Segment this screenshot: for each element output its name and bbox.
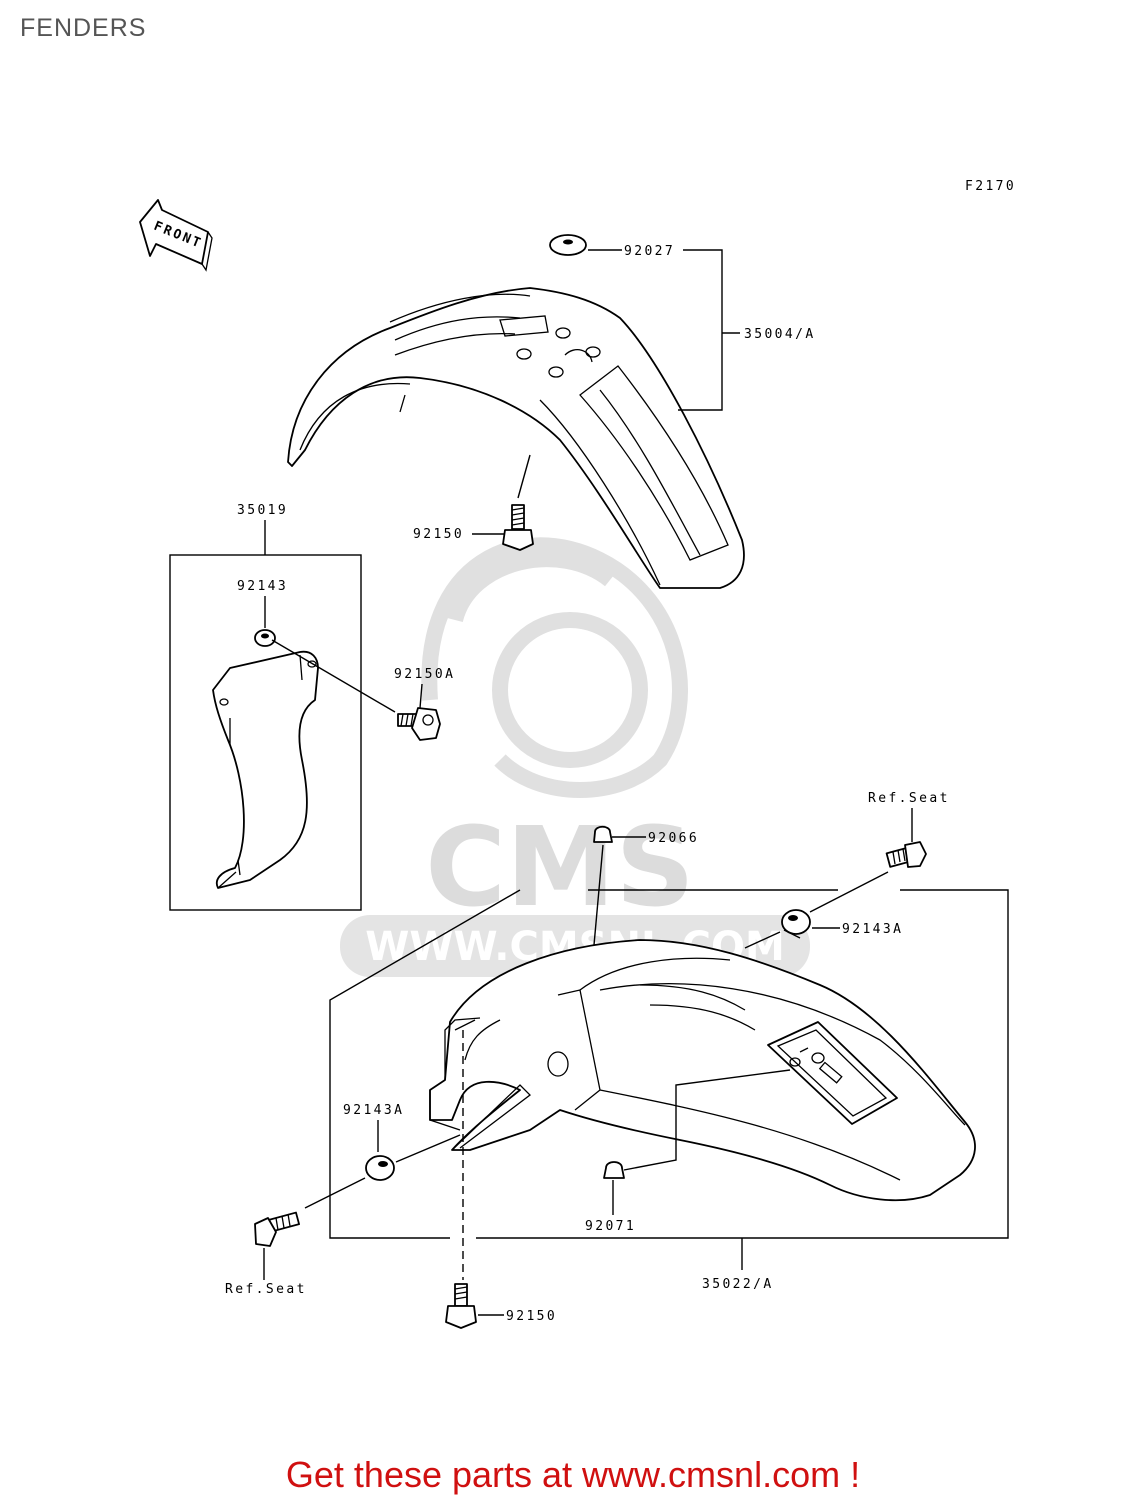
callout-rear-collar-right: 92143A: [842, 922, 903, 937]
callout-front-fender-grommet: 92027: [624, 244, 675, 259]
mud-guard-drawing: [212, 650, 319, 889]
rear-fender-bolt-icon: [445, 1283, 477, 1329]
figure-code: F2170: [965, 179, 1016, 194]
rear-fender-drawing: [429, 939, 976, 1202]
front-fender-grommet-icon: [549, 234, 587, 256]
callout-ref-seat-left: Ref.Seat: [225, 1282, 307, 1297]
watermark: CMS WWW.CMSNL.COM: [340, 537, 810, 977]
rear-collar-left-icon: [365, 1155, 395, 1181]
callout-rear-collar-left: 92143A: [343, 1103, 404, 1118]
page-title: FENDERS: [20, 14, 147, 42]
callout-rear-fender-bolt: 92150: [506, 1309, 557, 1324]
ref-seat-right-bolt-icon: [885, 841, 927, 868]
shop-link[interactable]: Get these parts at www.cmsnl.com !: [285, 1454, 861, 1495]
callout-mud-guard-collar: 92143: [237, 579, 288, 594]
callout-front-fender-bolt: 92150: [413, 527, 464, 542]
callout-rear-fender-assy: 35022/A: [702, 1277, 774, 1292]
front-direction-arrow-icon: FRONT: [139, 199, 213, 272]
callout-front-fender-assy: 35004/A: [744, 327, 816, 342]
rear-grommet-icon: [603, 1161, 625, 1179]
callout-mud-guard-assy: 35019: [237, 503, 288, 518]
front-fender-drawing: [287, 287, 745, 589]
callout-mud-guard-bolt: 92150A: [394, 667, 455, 682]
mud-guard-kit-box: [169, 554, 362, 911]
front-fender-bolt-icon: [502, 504, 534, 551]
mud-guard-bolt-icon: [397, 707, 441, 741]
callout-ref-seat-right: Ref.Seat: [868, 791, 950, 806]
callout-rear-fender-damper: 92066: [648, 831, 699, 846]
rear-collar-right-icon: [781, 909, 811, 939]
callout-rear-grommet: 92071: [585, 1219, 636, 1234]
rear-fender-damper-icon: [593, 825, 613, 843]
ref-seat-left-bolt-icon: [254, 1211, 300, 1247]
mud-guard-collar-icon: [254, 629, 276, 647]
watermark-logo-text: CMS: [425, 803, 694, 931]
